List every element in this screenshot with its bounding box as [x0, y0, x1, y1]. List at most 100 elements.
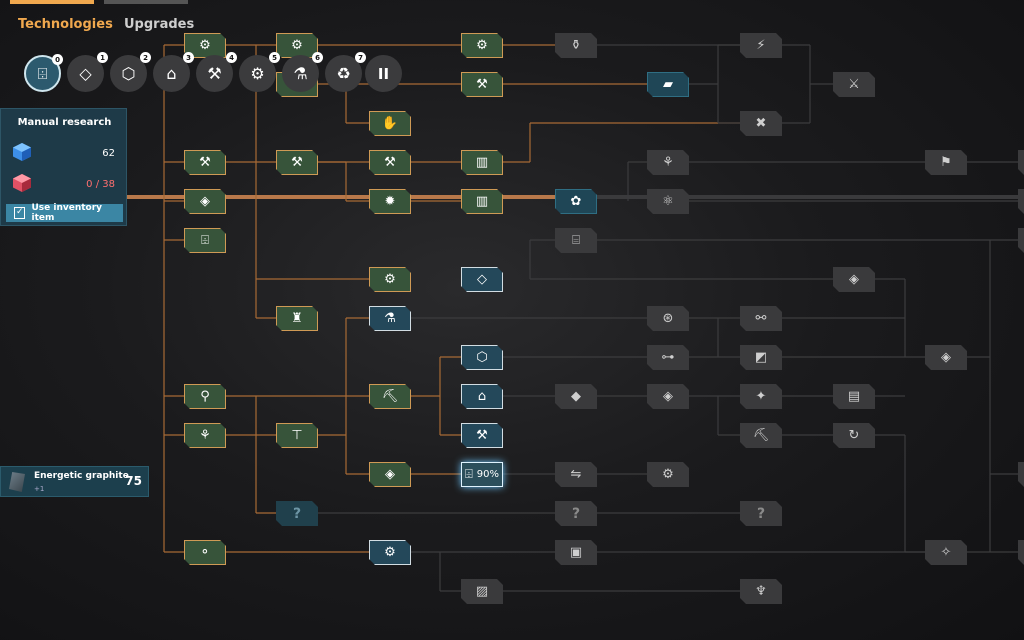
tech-node[interactable]	[1018, 540, 1024, 565]
tech-node[interactable]: ?	[740, 501, 782, 526]
tech-node[interactable]: ◈	[925, 345, 967, 370]
stack-icon: ▤	[847, 389, 861, 404]
panel-icon: ◩	[754, 350, 768, 365]
use-inventory-item-label: Use inventory item	[31, 203, 103, 223]
tech-node[interactable]: ⚙	[369, 540, 411, 565]
tech-node[interactable]: ⌂	[461, 384, 503, 409]
network-icon: ◈	[849, 272, 859, 287]
tech-node[interactable]: ⛏	[740, 423, 782, 448]
queue-slot[interactable]: ⬡2	[110, 52, 151, 92]
building-icon: ▥	[475, 155, 489, 170]
tech-node[interactable]: ▥	[461, 189, 503, 214]
tech-node[interactable]: ⚙	[276, 33, 318, 58]
pylon-icon: ♆	[755, 584, 767, 599]
queue-slot[interactable]: ♻7	[325, 52, 366, 92]
tech-node[interactable]: ✿	[555, 189, 597, 214]
tech-node[interactable]: ◈	[647, 384, 689, 409]
queue-slot[interactable]: ◇1	[67, 52, 108, 92]
tech-node[interactable]	[1018, 150, 1024, 175]
tech-node[interactable]	[1018, 462, 1024, 487]
tech-node[interactable]: ✦	[740, 384, 782, 409]
tech-node[interactable]: ▨	[461, 579, 503, 604]
tech-node[interactable]: ◩	[740, 345, 782, 370]
pause-research-button[interactable]: II	[365, 55, 402, 92]
tech-node[interactable]: ⚒	[461, 72, 503, 97]
tech-node[interactable]: ▰	[647, 72, 689, 97]
tech-node[interactable]: ↻	[833, 423, 875, 448]
queue-slot[interactable]: ⚙5	[239, 52, 280, 92]
tech-node[interactable]	[1018, 189, 1024, 214]
tech-node[interactable]: ⚒	[369, 150, 411, 175]
tech-node[interactable]: ⚗	[369, 306, 411, 331]
tech-node[interactable]: ⚙	[369, 267, 411, 292]
tech-node[interactable]: ⚔	[833, 72, 875, 97]
tech-node[interactable]: ⌸	[555, 228, 597, 253]
queue-slot-number: 5	[269, 52, 280, 63]
storage-icon: ⌸	[572, 233, 580, 248]
tech-node[interactable]: ⌹	[184, 228, 226, 253]
tech-node[interactable]: ◈	[369, 462, 411, 487]
tech-node[interactable]: ⚯	[740, 306, 782, 331]
current-research-node[interactable]: ⌹90%	[461, 462, 503, 487]
tech-node[interactable]: ?	[276, 501, 318, 526]
tech-node[interactable]: ⚘	[647, 150, 689, 175]
tech-node[interactable]: ⚒	[461, 423, 503, 448]
spark-icon: ⚯	[755, 311, 767, 326]
manual-research-title: Manual research	[17, 117, 112, 128]
tech-node[interactable]: ◇	[461, 267, 503, 292]
machine-icon: ⚙	[662, 467, 674, 482]
tech-node[interactable]: ⊶	[647, 345, 689, 370]
tech-node[interactable]: ⚲	[184, 384, 226, 409]
tech-node[interactable]: ⚙	[461, 33, 503, 58]
tech-node[interactable]: ⚬	[184, 540, 226, 565]
recycle-icon: ♻	[336, 64, 351, 83]
tech-node[interactable]: ✋	[369, 111, 411, 136]
tech-node[interactable]: ✖	[740, 111, 782, 136]
robot-icon: ⚔	[848, 77, 860, 92]
tech-node[interactable]: ♜	[276, 306, 318, 331]
queue-slot[interactable]: ⚒4	[196, 52, 237, 92]
checkbox-icon[interactable]: ✓	[14, 207, 26, 219]
drill-icon: ⛏	[752, 428, 770, 443]
tech-node[interactable]: ♆	[740, 579, 782, 604]
tech-node[interactable]: ⬡	[461, 345, 503, 370]
tech-node[interactable]: ⚒	[184, 150, 226, 175]
tech-node[interactable]: ⊤	[276, 423, 318, 448]
tech-node[interactable]	[1018, 228, 1024, 253]
queue-slot-number: 7	[355, 52, 366, 63]
tech-node[interactable]: ▣	[555, 540, 597, 565]
tech-node[interactable]: ◈	[833, 267, 875, 292]
building-icon: ▥	[475, 194, 489, 209]
tech-node[interactable]: ◆	[555, 384, 597, 409]
queue-slot-number: 4	[226, 52, 237, 63]
tech-node[interactable]: ⚑	[925, 150, 967, 175]
machine-icon: ⚙	[199, 38, 211, 53]
tech-node[interactable]: ▤	[833, 384, 875, 409]
robot-arm-icon: ⚒	[207, 64, 222, 83]
tech-node[interactable]: ⚘	[184, 423, 226, 448]
tab-technologies[interactable]: Technologies	[18, 17, 113, 32]
use-inventory-item-button[interactable]: ✓ Use inventory item	[6, 203, 123, 223]
queue-slot[interactable]: ⚗6	[282, 52, 323, 92]
tech-node[interactable]: ⛏	[369, 384, 411, 409]
tech-node[interactable]: ⚡	[740, 33, 782, 58]
queue-slot[interactable]: ⌹0	[24, 54, 63, 92]
tab-upgrades[interactable]: Upgrades	[124, 17, 195, 32]
tech-node[interactable]: ✧	[925, 540, 967, 565]
manual-research-panel: Manual research 62 0 / 38 ✓ Use inventor…	[0, 108, 127, 226]
tech-node[interactable]: ✹	[369, 189, 411, 214]
inventory-item-energetic-graphite[interactable]: Energetic graphite +1 75	[0, 466, 149, 497]
tech-node[interactable]: ▥	[461, 150, 503, 175]
tech-node[interactable]: ⚛	[647, 189, 689, 214]
pipe-icon: ⚬	[199, 545, 211, 560]
tech-node[interactable]: ⚱	[555, 33, 597, 58]
tech-node[interactable]: ⚙	[647, 462, 689, 487]
tech-node[interactable]: ⚒	[276, 150, 318, 175]
queue-slot[interactable]: ⌂3	[153, 52, 194, 92]
tech-node[interactable]: ⊛	[647, 306, 689, 331]
tech-node[interactable]: ?	[555, 501, 597, 526]
tech-node[interactable]: ◈	[184, 189, 226, 214]
tech-node[interactable]: ⇋	[555, 462, 597, 487]
assembler-icon: ⚙	[476, 38, 488, 53]
